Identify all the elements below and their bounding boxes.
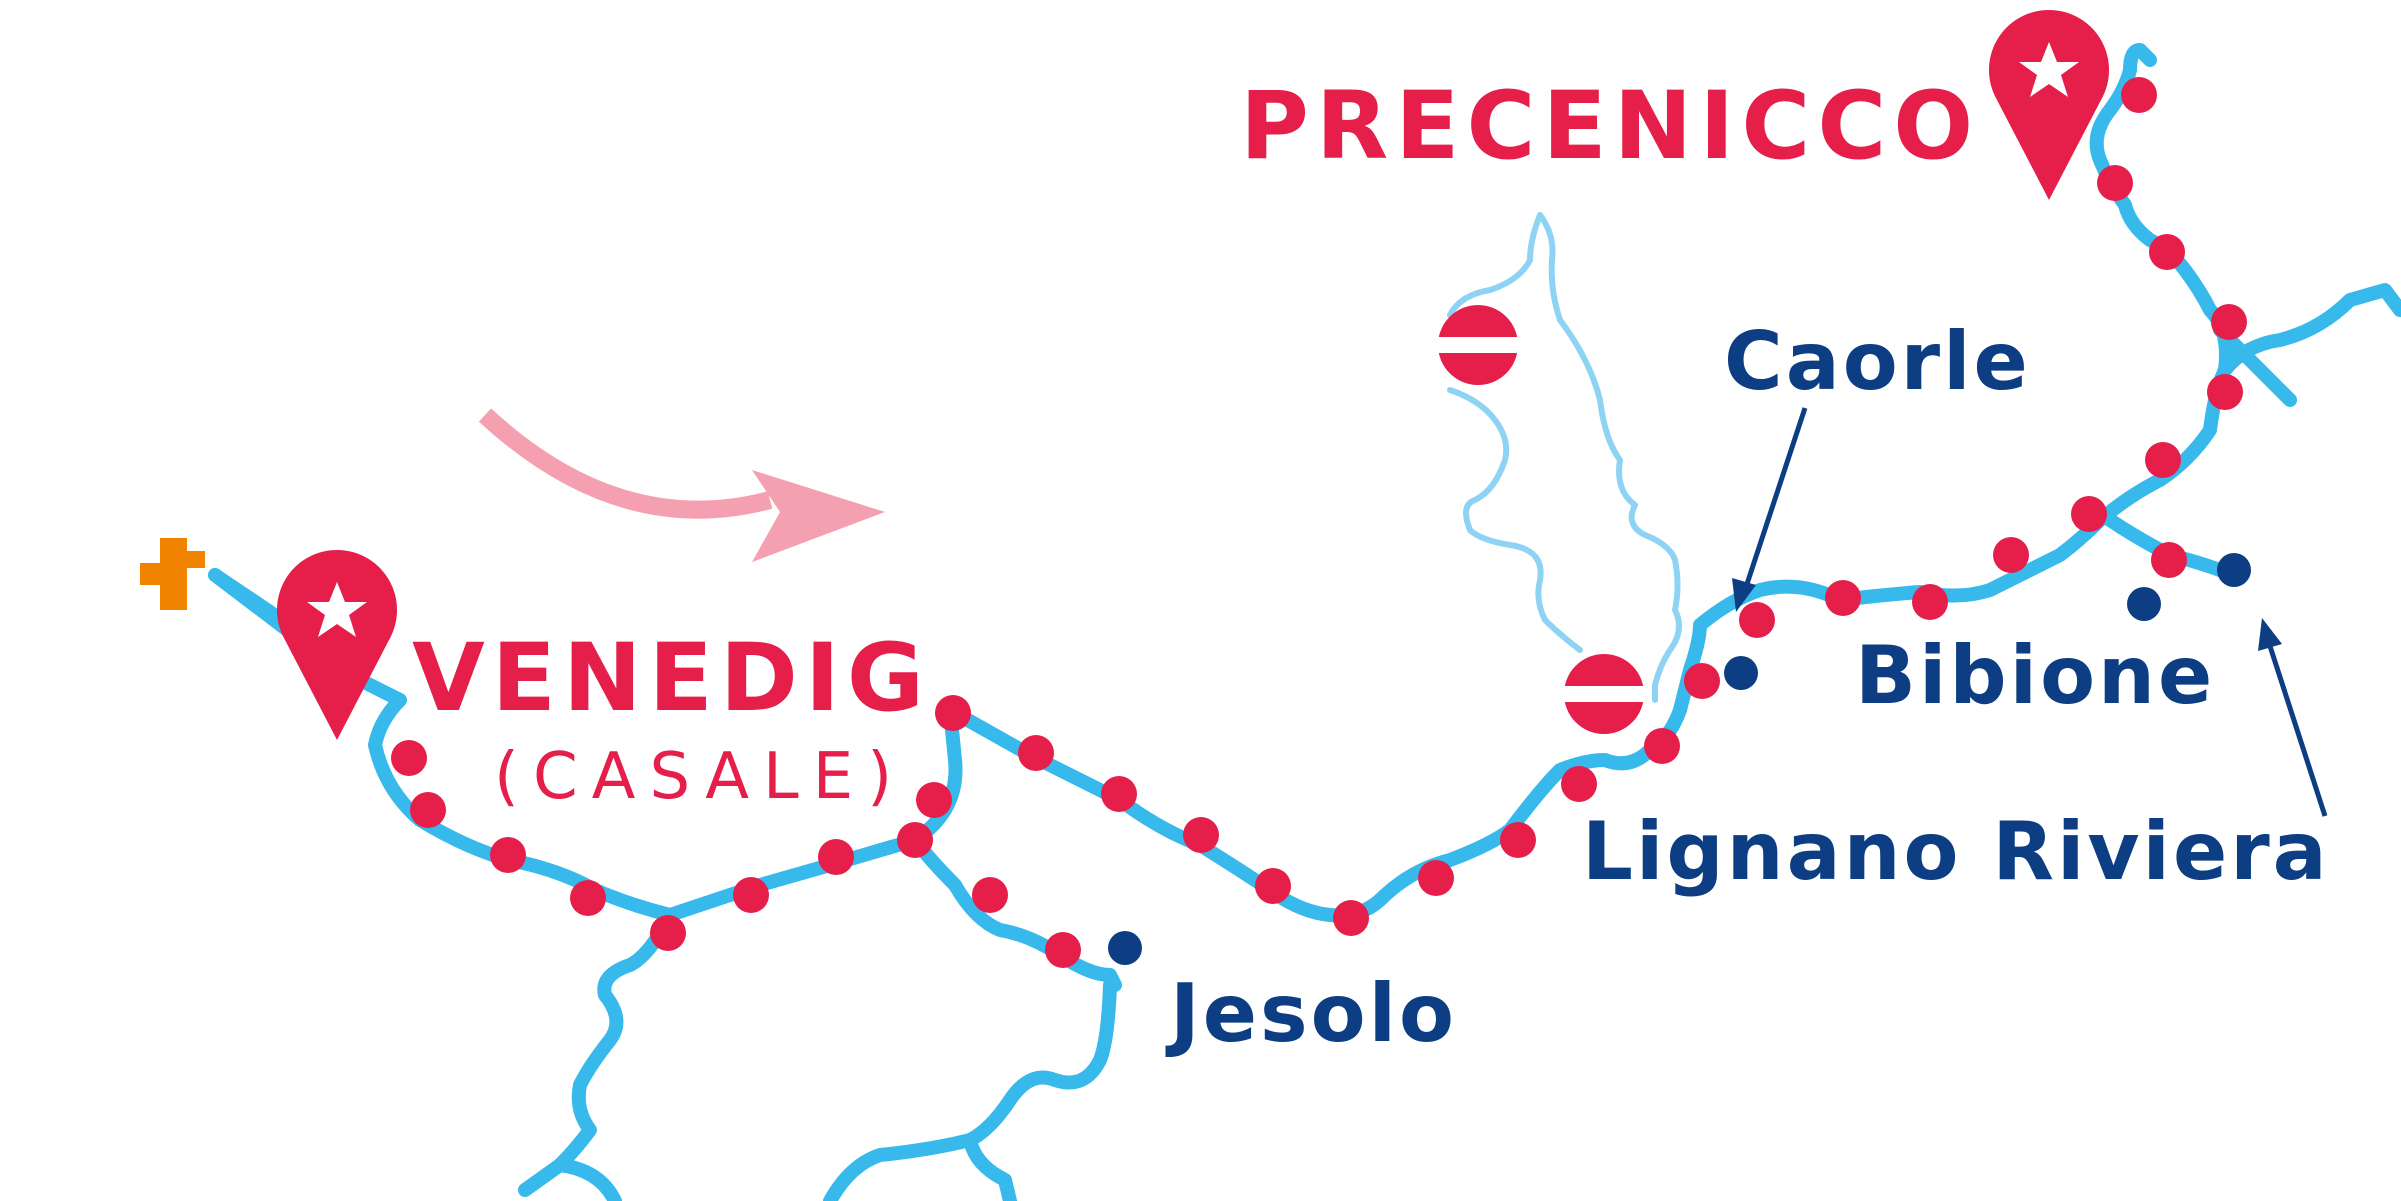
route-stop: [2151, 542, 2187, 578]
waterway-precenicco-crossing: [2213, 323, 2297, 407]
place-label-lignano: Lignano Riviera: [1582, 805, 2330, 898]
route-stop: [1561, 766, 1597, 802]
route-stop: [1418, 860, 1454, 896]
waterway-jesolo-south: [963, 978, 1117, 1201]
port-bibione: [2127, 587, 2161, 621]
port-jesolo: [1108, 931, 1142, 965]
waterway-precenicco-river: [2089, 43, 2233, 377]
waterway-main-east: [943, 703, 1687, 923]
pointer-arrow-icon: [1732, 407, 1808, 612]
star-pin-icon: [1988, 9, 2110, 200]
port-caorle: [1724, 656, 1758, 690]
star-pin-icon: [276, 550, 398, 740]
route-stop: [1045, 932, 1081, 968]
route-stop: [2207, 374, 2243, 410]
route-stop: [972, 877, 1008, 913]
airport-icon: [140, 538, 205, 610]
waterway-south-loop: [553, 1158, 622, 1201]
route-stop: [650, 915, 686, 951]
place-label-jesolo: Jesolo: [1170, 967, 1457, 1060]
place-label-casale: (CASALE): [494, 740, 907, 814]
route-stop: [1993, 537, 2029, 573]
route-stops: [391, 77, 2247, 968]
place-label-caorle: Caorle: [1724, 315, 2031, 408]
waterway-south-west: [518, 908, 677, 1197]
lock-icon: [1564, 654, 1644, 734]
place-label-bibione: Bibione: [1855, 629, 2216, 722]
place-label-venedig: VENEDIG: [412, 624, 931, 733]
route-stop: [1684, 663, 1720, 699]
place-label-precenicco: PRECENICCO: [1240, 72, 1981, 181]
direction-arrow-icon: [478, 408, 885, 562]
route-stop: [935, 695, 971, 731]
route-stop: [1333, 900, 1369, 936]
side-rivers: [1447, 212, 1682, 703]
route-stop: [490, 837, 526, 873]
waterway-south-link: [823, 1133, 977, 1201]
port-lignano: [2217, 553, 2251, 587]
waterway-jesolo-branch: [908, 833, 1122, 992]
route-stop: [2097, 165, 2133, 201]
route-stop: [2211, 304, 2247, 340]
route-stop: [916, 782, 952, 818]
route-stop: [2071, 496, 2107, 532]
route-stop: [1255, 868, 1291, 904]
route-stop: [1912, 584, 1948, 620]
lock-icon: [1438, 305, 1518, 385]
route-stop: [733, 877, 769, 913]
route-stop: [2149, 234, 2185, 270]
waterway-caorle-bibione: [1673, 283, 2401, 717]
route-stop: [410, 792, 446, 828]
route-stop: [1644, 728, 1680, 764]
pointer-arrow-icon: [2258, 618, 2328, 817]
route-stop: [897, 822, 933, 858]
route-stop: [818, 839, 854, 875]
ports: [1108, 553, 2251, 965]
route-stop: [570, 880, 606, 916]
route-stop: [1183, 817, 1219, 853]
route-stop: [1101, 776, 1137, 812]
route-stop: [2145, 442, 2181, 478]
route-stop: [1825, 580, 1861, 616]
route-stop: [1739, 602, 1775, 638]
route-stop: [1500, 822, 1536, 858]
route-stop: [391, 740, 427, 776]
route-stop: [1018, 735, 1054, 771]
route-stop: [2121, 77, 2157, 113]
